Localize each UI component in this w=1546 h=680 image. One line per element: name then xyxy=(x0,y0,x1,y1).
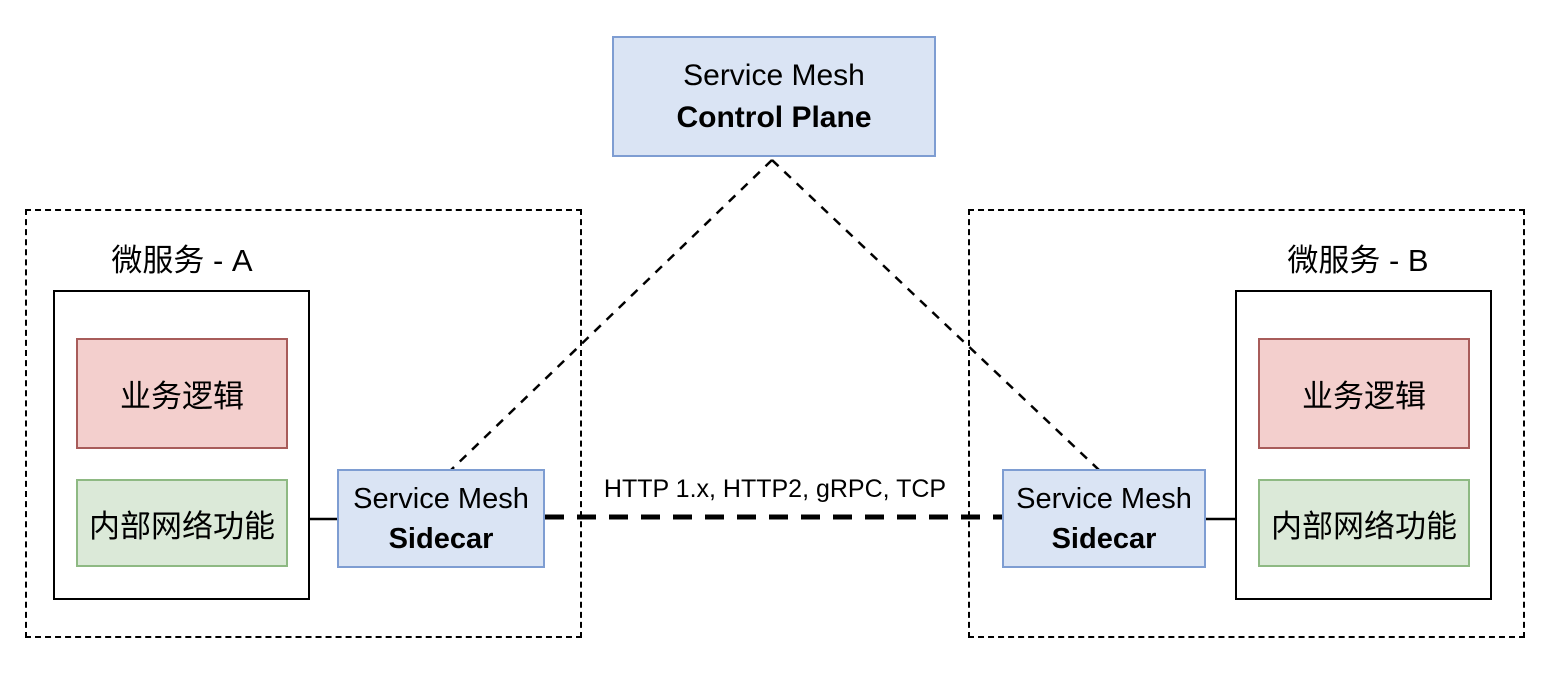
microservice-a-title: 微服务 - A xyxy=(111,243,253,278)
control-plane-label-line1: Service Mesh xyxy=(683,58,865,92)
sidecar-a-label-line2: Sidecar xyxy=(388,522,494,555)
sidecar-a-box: Service Mesh Sidecar xyxy=(337,469,545,568)
microservice-b-internal-network-box: 内部网络功能 xyxy=(1258,479,1470,567)
sidecar-a-label-line1: Service Mesh xyxy=(353,482,529,515)
microservice-b-business-logic-box: 业务逻辑 xyxy=(1258,338,1470,449)
control-plane-to-sidecar-a-dashed-line xyxy=(450,159,773,471)
microservice-b-pod-box: 业务逻辑 内部网络功能 xyxy=(1235,290,1492,600)
control-plane-label-line2: Control Plane xyxy=(676,100,872,134)
control-plane-to-sidecar-b-dashed-line xyxy=(771,159,1100,471)
microservice-b-title: 微服务 - B xyxy=(1287,243,1429,278)
microservice-b-internal-network-label: 内部网络功能 xyxy=(1271,508,1457,544)
microservice-a-business-logic-label: 业务逻辑 xyxy=(120,379,244,414)
control-plane-box: Service Mesh Control Plane xyxy=(612,36,936,157)
sidecar-b-box: Service Mesh Sidecar xyxy=(1002,469,1206,568)
microservice-a-container: 微服务 - A 业务逻辑 内部网络功能 xyxy=(25,209,582,638)
sidecar-link-protocol-label: HTTP 1.x, HTTP2, gRPC, TCP xyxy=(603,474,947,503)
sidecar-b-label-line1: Service Mesh xyxy=(1016,482,1192,515)
microservice-a-business-logic-box: 业务逻辑 xyxy=(76,338,288,449)
microservice-a-pod-box: 业务逻辑 内部网络功能 xyxy=(53,290,310,600)
microservice-a-internal-network-box: 内部网络功能 xyxy=(76,479,288,567)
microservice-b-business-logic-label: 业务逻辑 xyxy=(1302,379,1426,414)
sidecar-b-label-line2: Sidecar xyxy=(1051,522,1157,555)
microservice-b-container: 微服务 - B 业务逻辑 内部网络功能 xyxy=(968,209,1525,638)
microservice-a-internal-network-label: 内部网络功能 xyxy=(89,508,275,544)
